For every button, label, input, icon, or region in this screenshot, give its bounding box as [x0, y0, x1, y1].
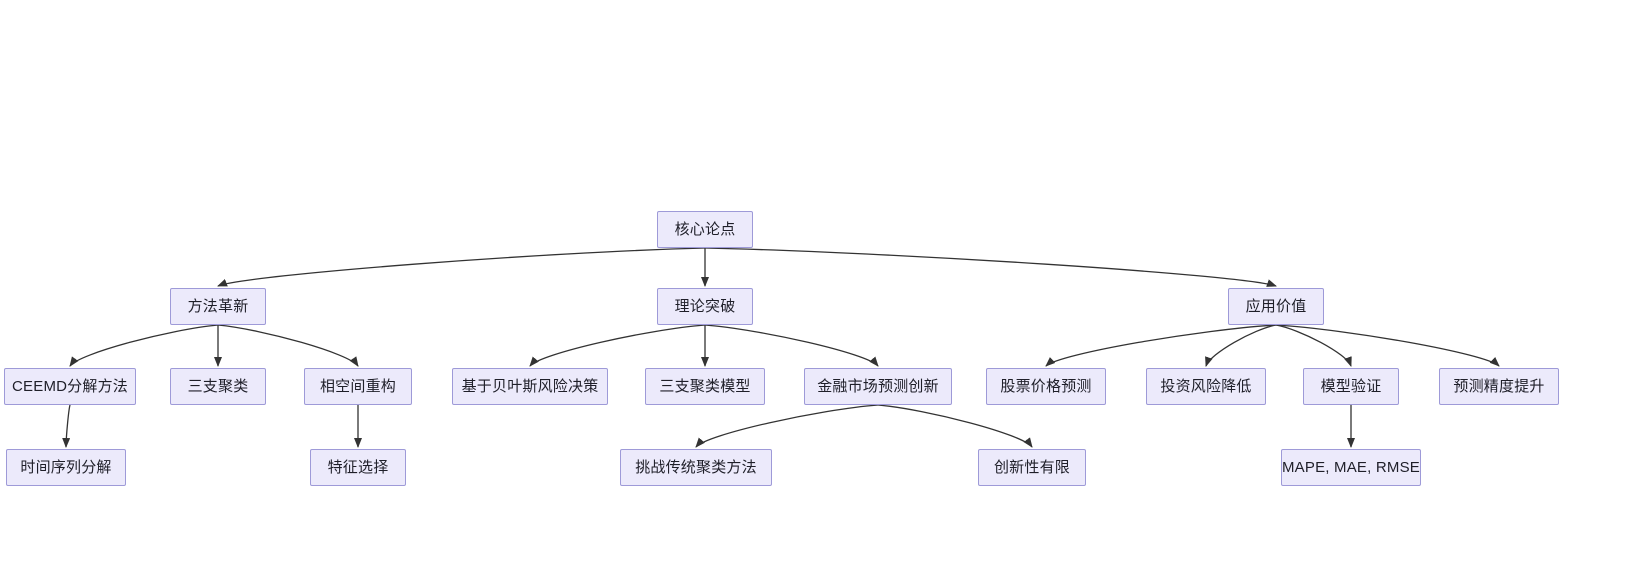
flow-node-feature[interactable]: 特征选择: [310, 449, 406, 486]
flow-node-label: 投资风险降低: [1160, 378, 1252, 395]
flow-node-label: 理论突破: [674, 298, 736, 315]
flow-node-stock[interactable]: 股票价格预测: [986, 368, 1106, 405]
flow-node-theory[interactable]: 理论突破: [657, 288, 753, 325]
flow-node-tsd[interactable]: 时间序列分解: [6, 449, 126, 486]
flow-node-label: 金融市场预测创新: [817, 378, 939, 395]
flow-node-label: 特征选择: [327, 459, 389, 476]
flow-node-limited[interactable]: 创新性有限: [978, 449, 1086, 486]
flow-edge-finance-to-limited: [877, 404, 1033, 448]
flow-node-metrics[interactable]: MAPE, MAE, RMSE: [1281, 449, 1421, 486]
flow-edge-value-to-risk: [1205, 324, 1277, 367]
flow-edge-root-to-value: [704, 247, 1277, 287]
flow-edge-value-to-validate: [1275, 324, 1352, 367]
flow-node-phase[interactable]: 相空间重构: [304, 368, 412, 405]
flow-edge-root-to-method: [217, 247, 706, 287]
flow-node-label: 挑战传统聚类方法: [635, 459, 757, 476]
flow-edge-value-to-stock: [1045, 324, 1277, 367]
flow-node-risk[interactable]: 投资风险降低: [1146, 368, 1266, 405]
flow-node-method[interactable]: 方法革新: [170, 288, 266, 325]
flow-node-validate[interactable]: 模型验证: [1303, 368, 1399, 405]
flow-edge-method-to-ceemd: [69, 324, 219, 367]
flow-edge-theory-to-bayes: [529, 324, 706, 367]
flow-node-label: 预测精度提升: [1453, 378, 1545, 395]
flow-edge-theory-to-finance: [704, 324, 879, 367]
flow-node-label: 相空间重构: [319, 378, 396, 395]
flow-node-ceemd[interactable]: CEEMD分解方法: [4, 368, 136, 405]
flow-node-label: 核心论点: [674, 221, 736, 238]
flow-edge-ceemd-to-tsd: [62, 404, 71, 448]
flow-node-label: MAPE, MAE, RMSE: [1281, 459, 1421, 476]
flow-node-label: 创新性有限: [993, 459, 1070, 476]
flow-node-label: 股票价格预测: [1000, 378, 1092, 395]
flow-edge-value-to-accuracy: [1275, 324, 1500, 367]
flow-node-challenge[interactable]: 挑战传统聚类方法: [620, 449, 772, 486]
flow-edge-finance-to-challenge: [695, 404, 879, 448]
flow-node-value[interactable]: 应用价值: [1228, 288, 1324, 325]
flow-node-label: 应用价值: [1245, 298, 1307, 315]
flow-edge-method-to-phase: [217, 324, 359, 367]
flow-node-label: CEEMD分解方法: [12, 378, 128, 395]
flow-node-threemod[interactable]: 三支聚类模型: [645, 368, 765, 405]
flow-node-bayes[interactable]: 基于贝叶斯风险决策: [452, 368, 608, 405]
flow-node-label: 时间序列分解: [20, 459, 112, 476]
flow-node-label: 基于贝叶斯风险决策: [461, 378, 599, 395]
flow-node-label: 方法革新: [187, 298, 249, 315]
flow-node-three[interactable]: 三支聚类: [170, 368, 266, 405]
flow-node-label: 三支聚类模型: [659, 378, 751, 395]
flow-node-accuracy[interactable]: 预测精度提升: [1439, 368, 1559, 405]
flow-node-label: 模型验证: [1320, 378, 1382, 395]
flow-node-label: 三支聚类: [187, 378, 249, 395]
flow-node-finance[interactable]: 金融市场预测创新: [804, 368, 952, 405]
flow-node-root[interactable]: 核心论点: [657, 211, 753, 248]
